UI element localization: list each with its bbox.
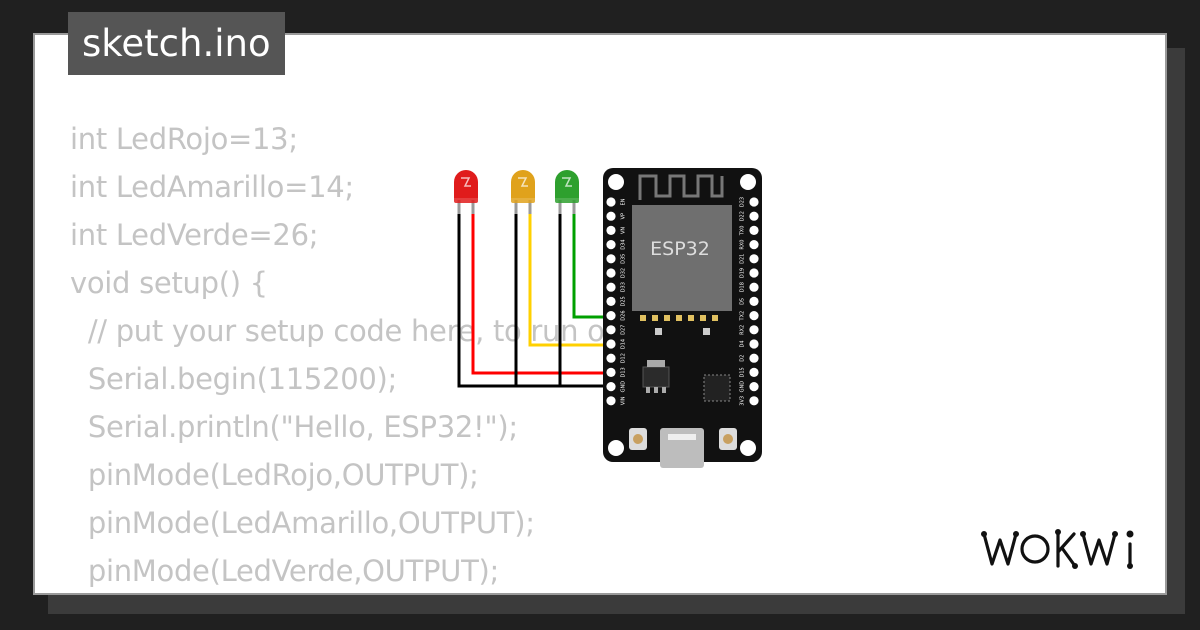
code-line: int LedAmarillo=14; — [70, 170, 354, 204]
pin-hole[interactable] — [606, 296, 616, 306]
mount-hole — [740, 174, 756, 190]
pin-label: D13 — [621, 367, 627, 377]
pin-hole[interactable] — [606, 197, 616, 207]
pin-hole[interactable] — [749, 211, 759, 221]
pin-label: VIN — [621, 396, 627, 405]
code-line: Serial.println("Hello, ESP32!"); — [70, 410, 518, 444]
pin-hole[interactable] — [749, 197, 759, 207]
pin-label: D21 — [740, 254, 746, 264]
pin-hole[interactable] — [606, 367, 616, 377]
pin-hole[interactable] — [749, 240, 759, 250]
pin-label: RX0 — [740, 240, 746, 250]
wire-red-led-ground — [457, 212, 612, 388]
pin-label: TX0 — [740, 226, 746, 237]
code-line: pinMode(LedRojo,OUTPUT); — [70, 458, 479, 492]
pin-label: D5 — [740, 298, 746, 305]
usb-uart-chip — [703, 374, 731, 402]
pin-hole[interactable] — [749, 396, 759, 406]
boot-button[interactable] — [629, 428, 647, 450]
chip-pads — [640, 315, 718, 335]
pin-label: D34 — [621, 239, 627, 249]
wokwi-logo — [981, 529, 1134, 569]
pin-label: D27 — [621, 325, 627, 335]
pin-hole[interactable] — [606, 353, 616, 363]
pin-hole[interactable] — [749, 382, 759, 392]
esp32-chip — [632, 205, 732, 311]
pin-label: 3V3 — [740, 396, 746, 406]
pin-hole[interactable] — [606, 240, 616, 250]
pin-hole[interactable] — [606, 282, 616, 292]
pin-hole[interactable] — [606, 254, 616, 264]
pin-label: TX2 — [740, 311, 746, 322]
pin-label: D22 — [740, 211, 746, 221]
pin-hole[interactable] — [749, 311, 759, 321]
pin-label: D23 — [740, 197, 746, 207]
pin-label: D14 — [621, 339, 627, 349]
code-line: Serial.begin(115200); — [70, 362, 398, 396]
pin-label: D2 — [740, 355, 746, 362]
pin-hole[interactable] — [606, 225, 616, 235]
wire-green-led-signal — [572, 212, 612, 319]
pin-label: GND — [740, 381, 746, 393]
pin-hole[interactable] — [606, 268, 616, 278]
preview-card: int LedRojo=13; int LedAmarillo=14; int Le… — [33, 33, 1167, 595]
led-red[interactable] — [454, 170, 478, 214]
code-line: int LedRojo=13; — [70, 122, 298, 156]
pin-hole[interactable] — [749, 325, 759, 335]
pin-label: D25 — [621, 296, 627, 306]
pin-hole[interactable] — [606, 382, 616, 392]
code-editor: int LedRojo=13; int LedAmarillo=14; int Le… — [70, 115, 666, 593]
pin-label: GND — [621, 381, 627, 393]
code-line: pinMode(LedVerde,OUTPUT); — [70, 554, 499, 588]
pin-label: D33 — [621, 282, 627, 292]
code-line: void setup() { — [70, 266, 268, 300]
wire-red-led-signal — [471, 212, 612, 375]
wires — [457, 212, 612, 388]
pin-hole[interactable] — [606, 325, 616, 335]
pin-hole[interactable] — [606, 396, 616, 406]
antenna-trace — [638, 174, 724, 200]
usb-connector — [660, 428, 704, 468]
voltage-regulator — [642, 360, 670, 393]
mount-hole — [608, 440, 624, 456]
pin-label: D4 — [740, 340, 746, 347]
pin-label: D32 — [621, 268, 627, 278]
pin-hole[interactable] — [749, 339, 759, 349]
pin-label: D18 — [740, 282, 746, 292]
pin-hole[interactable] — [606, 339, 616, 349]
en-button[interactable] — [719, 428, 737, 450]
wire-yellow-led-signal — [528, 212, 612, 347]
mount-hole — [740, 440, 756, 456]
pin-hole[interactable] — [749, 254, 759, 264]
pin-label: VP — [621, 213, 627, 219]
pin-hole[interactable] — [749, 282, 759, 292]
pin-hole[interactable] — [749, 296, 759, 306]
pin-hole[interactable] — [749, 353, 759, 363]
code-line: int LedVerde=26; — [70, 218, 319, 252]
pin-label: VN — [621, 227, 627, 234]
pin-label: D15 — [740, 367, 746, 377]
mount-hole — [608, 174, 624, 190]
wire-yellow-led-ground — [514, 212, 560, 388]
chip-label: ESP32 — [650, 238, 710, 260]
pin-hole[interactable] — [749, 225, 759, 235]
led-yellow[interactable] — [511, 170, 535, 214]
pin-hole[interactable] — [606, 211, 616, 221]
pin-label: D35 — [621, 254, 627, 264]
pin-label: D26 — [621, 310, 627, 320]
pin-hole[interactable] — [606, 311, 616, 321]
pin-hole[interactable] — [749, 367, 759, 377]
pin-hole[interactable] — [749, 268, 759, 278]
led-green[interactable] — [555, 170, 579, 214]
pin-label: D12 — [621, 353, 627, 363]
esp32-board[interactable]: ESP32 — [603, 168, 762, 468]
pin-label: EN — [621, 198, 627, 205]
file-tab[interactable]: sketch.ino — [68, 12, 285, 75]
pin-label: D19 — [740, 268, 746, 278]
code-line: pinMode(LedAmarillo,OUTPUT); — [70, 506, 535, 540]
pin-label: RX2 — [740, 325, 746, 335]
